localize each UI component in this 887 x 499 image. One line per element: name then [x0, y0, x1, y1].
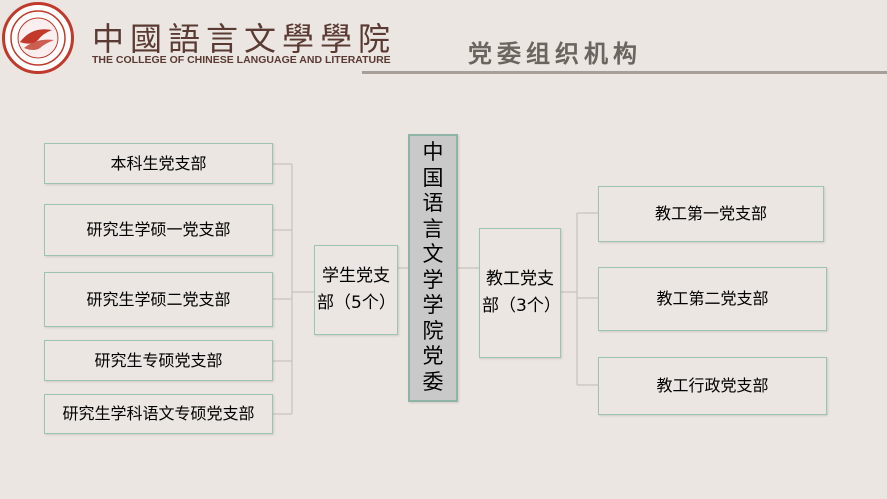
branch-label: 研究生专硕党支部: [94, 350, 223, 370]
root-label: 中国语言文学学院党委: [422, 140, 444, 394]
group-label: 学生党支部（5个）: [317, 266, 396, 313]
branch-box: 研究生学硕二党支部: [44, 272, 273, 327]
root-party-committee: 中国语言文学学院党委: [408, 134, 458, 402]
group-label: 教工党支部（3个）: [482, 269, 561, 316]
branch-label: 研究生学科语文专硕党支部: [62, 404, 255, 423]
college-logo: [2, 2, 74, 74]
branch-label: 本科生党支部: [110, 153, 207, 173]
college-emblem-icon: [10, 10, 66, 66]
branch-label: 教工行政党支部: [656, 376, 769, 395]
branch-label: 研究生学硕二党支部: [86, 289, 231, 309]
branch-box: 教工行政党支部: [598, 357, 827, 415]
college-name-en: THE COLLEGE OF CHINESE LANGUAGE AND LITE…: [92, 54, 391, 66]
branch-label: 研究生学硕一党支部: [86, 220, 231, 239]
page-title: 党委组织机构: [468, 39, 642, 68]
branch-box: 研究生学硕一党支部: [44, 204, 273, 256]
faculty-branch-group: 教工党支部（3个）: [479, 228, 561, 358]
branch-label: 教工第二党支部: [656, 289, 769, 308]
branch-box: 教工第二党支部: [598, 267, 827, 331]
college-name-cn: 中國語言文學學院: [92, 20, 397, 58]
branch-box: 教工第一党支部: [598, 186, 824, 242]
branch-box: 本科生党支部: [44, 143, 273, 184]
branch-box: 研究生学科语文专硕党支部: [44, 394, 273, 434]
header: 中國語言文學學院 THE COLLEGE OF CHINESE LANGUAGE…: [0, 0, 887, 80]
branch-label: 教工第一党支部: [654, 204, 767, 223]
branch-box: 研究生专硕党支部: [44, 340, 273, 381]
title-divider: [362, 71, 887, 74]
student-branch-group: 学生党支部（5个）: [314, 245, 398, 335]
